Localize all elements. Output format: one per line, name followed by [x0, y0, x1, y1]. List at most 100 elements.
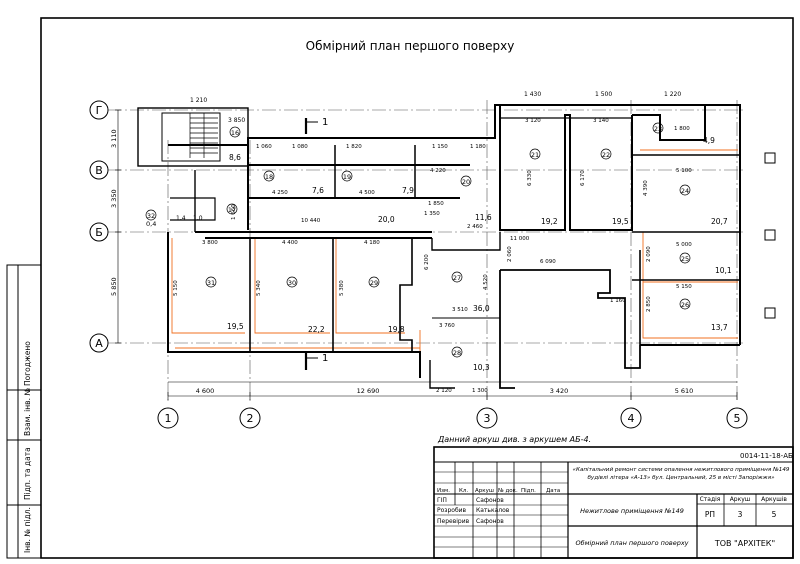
sheet-label: Аркуш [730, 496, 751, 503]
room-area: 19,2 [541, 217, 558, 226]
col-dim-3: 3 420 [550, 387, 569, 395]
room-number: 25 [681, 255, 689, 263]
inner-dim: 4 220 [430, 168, 446, 174]
inner-dim: 6 170 [580, 170, 586, 186]
room-area: 8,6 [229, 153, 241, 162]
axis-label-b: Б [95, 226, 103, 239]
room-area: 19,5 [227, 322, 244, 331]
inner-dim: 5 340 [256, 280, 262, 296]
inner-dim: 3 760 [439, 323, 455, 329]
row-dim-2: 3 350 [110, 189, 118, 208]
role-gip: ГІП [437, 497, 447, 504]
top-dim-3: 1 430 [524, 91, 541, 98]
room-area: 13,7 [711, 323, 728, 332]
approval-strip [6, 264, 42, 559]
replace-inv-label: Взам. інв. № [23, 388, 32, 436]
top-dim-4: 1 500 [595, 91, 612, 98]
sign-date-label: Підп. та дата [23, 447, 32, 500]
inner-dim: 4 390 [643, 180, 649, 196]
top-dim-2: 3 850 [228, 117, 245, 124]
inner-dim: 1 800 [674, 126, 690, 132]
room-number: 16 [231, 129, 239, 137]
name-developer: Катькалов [476, 507, 510, 514]
room-area: 4,9 [703, 136, 715, 145]
inner-dim: 1 660 [231, 204, 237, 220]
title-block-roles: ГІП Сафонов Розробив Катькалов Перевірив… [437, 497, 510, 525]
header-kl: Кл. [459, 488, 468, 494]
header-sign: Підп. [521, 488, 536, 494]
room-markers [145, 122, 691, 358]
top-dim-5: 1 220 [664, 91, 681, 98]
inner-dim: 5 150 [173, 280, 179, 296]
finish-lines [171, 149, 738, 378]
document-code: 0014-11-18-АБ [740, 452, 793, 460]
room-number: 31 [207, 279, 215, 287]
room-number-labels: 16 17 18 19 20 21 22 23 24 25 26 27 28 2… [147, 125, 689, 357]
marker-square [764, 229, 776, 241]
room-number: 23 [654, 125, 662, 133]
room-area: 7,6 [312, 186, 324, 195]
inner-dim: 3 800 [202, 240, 218, 246]
room-number: 18 [265, 173, 273, 181]
inner-dim: 1 180 [470, 144, 486, 150]
inner-dim: 1 160 [610, 298, 626, 304]
sheet-name: Обмірний план першого поверху [575, 539, 688, 547]
room-area: 36,0 [473, 304, 490, 313]
inner-dim: 4 400 [282, 240, 298, 246]
header-doc-no: № док. [498, 488, 518, 494]
inner-dim: 5 000 [676, 242, 692, 248]
inner-dim: 3 140 [593, 118, 609, 124]
header-sheet: Аркуш [475, 488, 494, 494]
sheet-value: 3 [738, 510, 743, 519]
title-block [433, 446, 794, 559]
inner-dim: 1 060 [256, 144, 272, 150]
stage-labels: Стадія Аркуш Аркушів [700, 496, 788, 503]
room-number: 30 [288, 279, 296, 287]
inner-dim: 1 850 [428, 201, 444, 207]
axis-label-1: 1 [165, 412, 172, 425]
section-label-bottom: 1 [322, 353, 328, 364]
room-area: 10,3 [473, 363, 490, 372]
header-change: Изм. [437, 488, 450, 494]
room-number: 29 [370, 279, 378, 287]
inner-dim: 2 120 [436, 388, 452, 394]
column-axis-markers [157, 407, 748, 429]
company-name: ТОВ "АРХІТЕК" [714, 539, 775, 548]
stair-treads [189, 113, 218, 158]
room-number: 17 [228, 206, 236, 214]
inner-dim: 2 090 [646, 246, 652, 262]
room-number: 32 [147, 212, 155, 220]
inner-dim: 6 200 [424, 254, 430, 270]
room-area: 19,8 [388, 325, 405, 334]
room-area: 19,5 [612, 217, 629, 226]
inv-no-label: Інв. № підл. [23, 507, 32, 553]
axis-label-5: 5 [734, 412, 741, 425]
inner-dim: 3 120 [525, 118, 541, 124]
room-number: 21 [531, 151, 539, 159]
inner-dim: 1 820 [346, 144, 362, 150]
dimension-lines [115, 109, 738, 400]
inner-dim: 4 520 [483, 274, 489, 290]
room-number: 27 [453, 274, 461, 282]
row-axis-markers [89, 100, 109, 353]
inner-dim: 6 330 [527, 170, 533, 186]
col-dim-2: 12 690 [357, 387, 380, 395]
building-walls [137, 104, 741, 389]
row-dim-3: 5 850 [110, 277, 118, 296]
inner-dim: 4 250 [272, 190, 288, 196]
inner-dim: 5 100 [676, 168, 692, 174]
room-area: 10,1 [715, 266, 732, 275]
marker-square [764, 152, 776, 164]
marker-square [764, 307, 776, 319]
room-area: 7,9 [402, 186, 414, 195]
inner-dim: 1 150 [432, 144, 448, 150]
room-area: 1,4 [176, 215, 186, 222]
room-area-labels: 8,6 1,4 1,0 7,6 7,9 20,0 11,6 19,2 19,5 … [146, 136, 732, 372]
stage-label: Стадія [700, 496, 721, 503]
axis-label-v: В [95, 164, 103, 177]
row-dim-1: 3 110 [110, 129, 118, 148]
room-number: 20 [462, 178, 470, 186]
col-dim-4: 5 610 [675, 387, 694, 395]
axis-label-g: Г [96, 104, 103, 117]
